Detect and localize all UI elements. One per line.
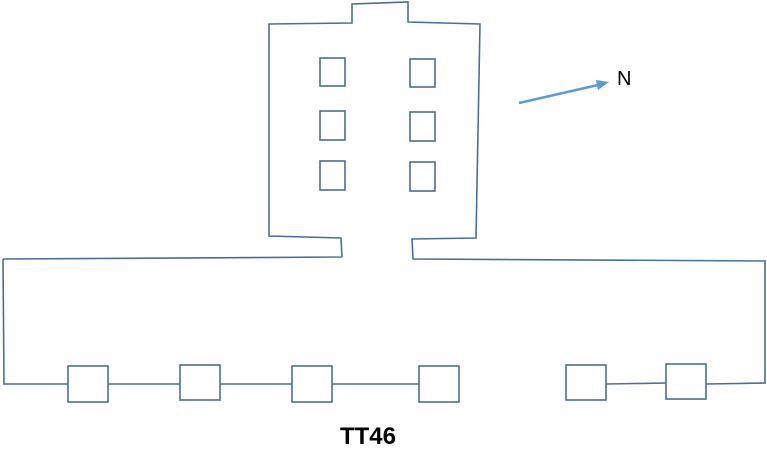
room-box xyxy=(409,58,436,88)
room-box xyxy=(291,365,333,403)
upper-rooms xyxy=(319,57,436,192)
room-box xyxy=(565,364,607,401)
room-box xyxy=(179,364,221,401)
room-box xyxy=(67,365,109,403)
room-box xyxy=(319,160,346,191)
bottom-connector-lines xyxy=(108,382,667,385)
room-box xyxy=(418,365,460,403)
north-label: N xyxy=(617,68,631,90)
north-arrow-icon xyxy=(518,80,609,105)
lower-rooms xyxy=(67,363,707,403)
room-box xyxy=(409,161,436,192)
building-outline xyxy=(2,1,766,385)
room-box xyxy=(319,57,346,87)
room-box xyxy=(665,363,707,400)
room-box xyxy=(409,111,436,142)
diagram-title: TT46 xyxy=(340,423,396,450)
room-box xyxy=(319,110,346,141)
